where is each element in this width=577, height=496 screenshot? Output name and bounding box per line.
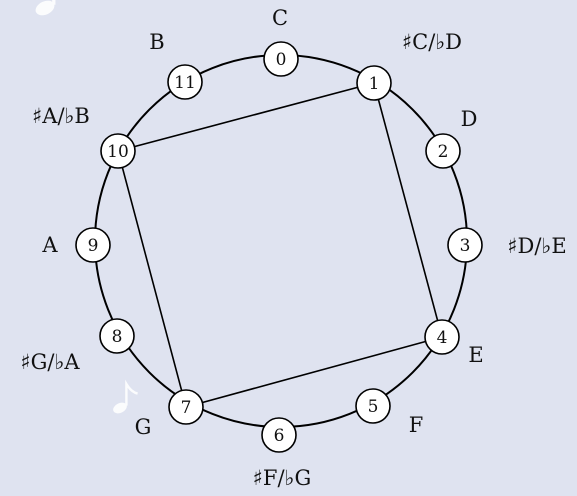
pitch-node-number: 5 — [368, 397, 379, 417]
pitch-node-number: 6 — [274, 426, 285, 446]
pitch-node-circle — [263, 41, 299, 77]
pitch-node-number: 1 — [369, 74, 380, 94]
pitch-node-circle — [424, 319, 460, 355]
pitch-node-circle — [425, 133, 461, 169]
note-label-2: D — [461, 107, 478, 131]
pitch-node-circle — [167, 64, 203, 100]
pitch-node-11: 11 — [167, 64, 203, 100]
pitch-node-number: 11 — [174, 73, 196, 93]
note-label-6: ♯F/♭G — [253, 466, 312, 490]
pitch-node-3: 3 — [447, 227, 483, 263]
pitch-node-number: 9 — [88, 236, 99, 256]
music-note-icon — [113, 379, 138, 414]
edge-10-1 — [117, 82, 375, 152]
pitch-node-6: 6 — [261, 417, 297, 453]
pitch-node-circle — [261, 417, 297, 453]
pitch-node-number: 10 — [107, 142, 129, 162]
pitch-node-1: 1 — [356, 65, 392, 101]
pitch-node-0: 0 — [263, 41, 299, 77]
pitch-node-8: 8 — [99, 318, 135, 354]
pitch-node-5: 5 — [355, 388, 391, 424]
note-label-7: G — [135, 415, 152, 439]
edge-7-10 — [117, 150, 187, 408]
pitch-node-2: 2 — [425, 133, 461, 169]
pitch-node-number: 0 — [276, 50, 287, 70]
pitch-node-circle — [99, 318, 135, 354]
pitch-node-circle — [75, 227, 111, 263]
note-label-3: ♯D/♭E — [507, 234, 566, 258]
pitch-node-number: 4 — [437, 328, 448, 348]
pitch-node-circle — [356, 65, 392, 101]
pitch-node-4: 4 — [424, 319, 460, 355]
note-label-11: B — [149, 30, 164, 54]
pitch-node-number: 7 — [181, 398, 192, 418]
pitch-node-7: 7 — [168, 389, 204, 425]
pitch-node-number: 8 — [112, 327, 123, 347]
note-label-10: ♯A/♭B — [32, 104, 90, 128]
note-label-5: F — [409, 413, 424, 437]
music-note-icon — [35, 0, 56, 16]
pitch-node-circle — [355, 388, 391, 424]
note-label-9: A — [41, 233, 58, 257]
note-label-8: ♯G/♭A — [20, 350, 80, 374]
pitch-node-circle — [168, 389, 204, 425]
pitch-node-10: 10 — [100, 133, 136, 169]
pitch-node-circle — [100, 133, 136, 169]
pitch-node-number: 3 — [460, 236, 471, 256]
pitch-node-number: 2 — [438, 142, 449, 162]
note-label-1: ♯C/♭D — [402, 30, 462, 54]
outer-circle — [94, 54, 468, 428]
note-label-0: C — [272, 6, 288, 30]
note-label-4: E — [468, 343, 483, 367]
edge-4-7 — [185, 336, 443, 408]
edge-1-4 — [373, 82, 443, 338]
pitch-node-9: 9 — [75, 227, 111, 263]
pitch-node-circle — [447, 227, 483, 263]
